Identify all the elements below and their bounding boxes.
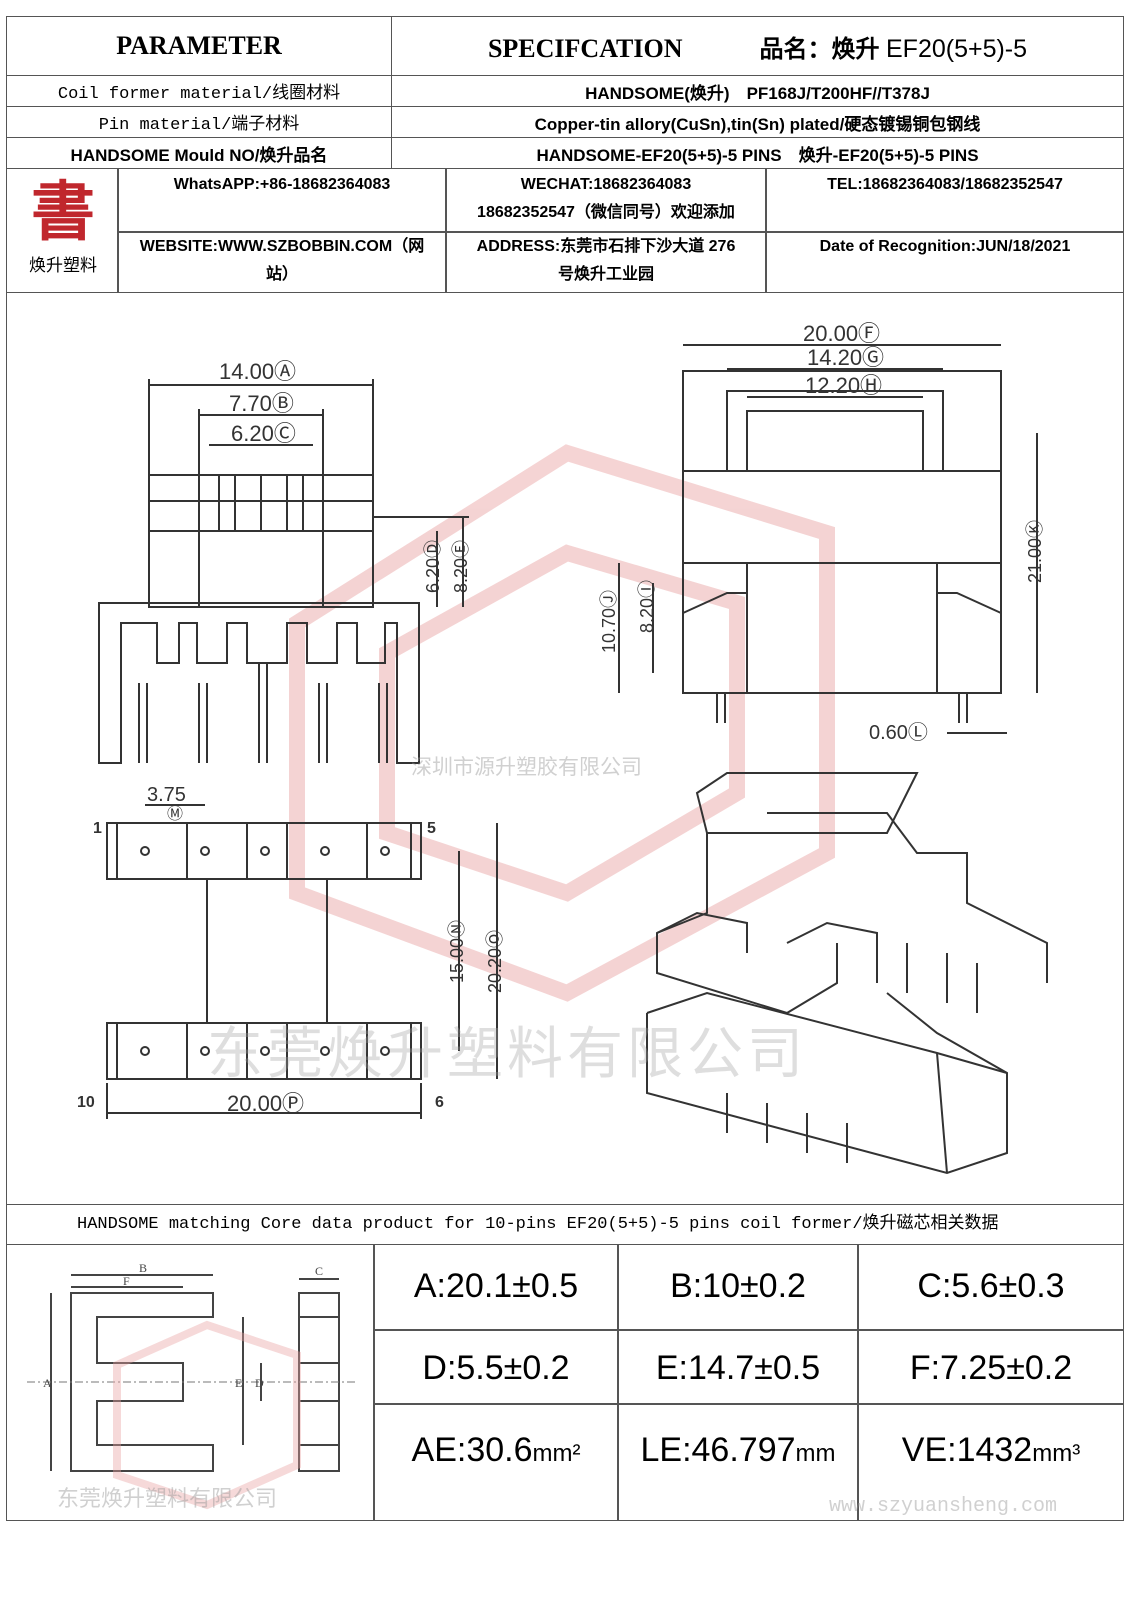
dim-d: 6.20Ⓓ (423, 540, 443, 593)
contact-panel: 書 焕升塑料 WhatsAPP:+86-18682364083 WECHAT:1… (6, 169, 1124, 293)
specification-header: SPECIFCATION 品名：焕升 EF20(5+5)-5 (391, 16, 1124, 76)
pin-5: 5 (427, 820, 436, 837)
logo-mark-icon: 書 (31, 175, 95, 250)
product-code: EF20(5+5)-5 (886, 34, 1028, 63)
pin-6: 6 (435, 1094, 444, 1111)
parameter-header: PARAMETER (6, 16, 392, 76)
specification-label: SPECIFCATION (487, 33, 683, 63)
core-watermark: 东莞焕升塑料有限公司 (57, 1486, 278, 1511)
product-label: 品名：焕升 (759, 34, 880, 63)
core-data-title: HANDSOME matching Core data product for … (6, 1205, 1124, 1245)
core-value-a: A:20.1±0.5 (413, 1267, 579, 1305)
company-logo: 書 焕升塑料 (13, 173, 113, 289)
dim-c: 6.20Ⓒ (231, 421, 296, 446)
pin-material-label: Pin material/端子材料 (6, 106, 392, 138)
drawing-svg: 14.00Ⓐ 7.70Ⓑ 6.20Ⓒ 6.20Ⓓ 8.20Ⓔ 20.00Ⓕ 14… (77, 321, 1048, 1175)
core-value-le: LE:46.797mm (640, 1431, 836, 1469)
watermark-logo-icon (289, 444, 835, 1002)
logo-text: 焕升塑料 (29, 256, 97, 275)
dim-h: 12.20Ⓗ (805, 373, 882, 398)
technical-drawing: 14.00Ⓐ 7.70Ⓑ 6.20Ⓒ 6.20Ⓓ 8.20Ⓔ 20.00Ⓕ 14… (6, 293, 1124, 1205)
core-value-ve: VE:1432mm³ (901, 1431, 1081, 1469)
dim-k: 21.00Ⓚ (1025, 520, 1045, 583)
url-watermark: www.szyuansheng.com (829, 1495, 1058, 1518)
tel-info: TEL:18682364083/18682352547 (827, 176, 1063, 193)
wechat-line-1: WECHAT:18682364083 (520, 176, 692, 193)
core-label-d: D (255, 1376, 264, 1390)
front-view (98, 379, 469, 764)
watermark-middle: 深圳市源升塑胶有限公司 (411, 756, 642, 779)
wechat-info: WECHAT:18682364083 18682352547（微信同号）欢迎添加 (447, 171, 765, 227)
pin-1: 1 (93, 820, 102, 837)
mould-no-label: HANDSOME Mould NO/焕升品名 (6, 137, 392, 169)
dim-a: 14.00Ⓐ (219, 359, 296, 384)
address-line-2: 号焕升工业园 (557, 266, 654, 283)
dim-e: 8.20Ⓔ (451, 540, 471, 593)
whatsapp-info: WhatsAPP:+86-18682364083 (173, 176, 391, 193)
coil-material-label: Coil former material/线圈材料 (6, 75, 392, 107)
website-info: WEBSITE:WWW.SZBOBBIN.COM（网 站） (119, 233, 445, 289)
dim-j: 10.70Ⓙ (599, 590, 619, 653)
side-view (618, 344, 1038, 734)
pin-material-value: Copper-tin allory(CuSn),tin(Sn) plated/硬… (391, 106, 1124, 138)
website-line-2: 站） (265, 266, 298, 283)
core-label-f: F (123, 1274, 130, 1288)
dim-m-mark: Ⓜ (167, 805, 183, 823)
core-watermark-logo-icon (113, 1320, 301, 1510)
dim-p: 20.00Ⓟ (227, 1091, 304, 1116)
dim-o: 20.20Ⓞ (485, 930, 505, 993)
address-info: ADDRESS:东莞市石排下沙大道 276 号焕升工业园 (447, 233, 765, 289)
core-label-a: A (43, 1376, 52, 1390)
website-line-1: WEBSITE:WWW.SZBOBBIN.COM（网 (139, 238, 425, 255)
core-value-b: B:10±0.2 (670, 1267, 806, 1305)
dim-n: 15.00Ⓝ (447, 920, 467, 983)
dim-f: 20.00Ⓕ (803, 321, 880, 346)
dim-m-value: 3.75 (147, 784, 186, 806)
watermark-large: 东莞焕升塑料有限公司 (207, 1022, 807, 1085)
spec-sheet: PARAMETER SPECIFCATION 品名：焕升 EF20(5+5)-5… (6, 16, 1124, 1546)
core-value-c: C:5.6±0.3 (917, 1267, 1065, 1305)
dim-l: 0.60Ⓛ (869, 721, 928, 744)
dim-i: 8.20Ⓘ (637, 580, 657, 633)
core-diagram: B F A E D C (27, 1261, 357, 1510)
wechat-line-2: 18682352547（微信同号）欢迎添加 (477, 204, 735, 221)
coil-material-value: HANDSOME(焕升) PF168J/T200HF//T378J (391, 75, 1124, 107)
core-label-b: B (139, 1261, 147, 1275)
isometric-view (646, 772, 1048, 1175)
recognition-date: Date of Recognition:JUN/18/2021 (819, 238, 1071, 255)
bottom-view (106, 804, 498, 1119)
address-line-1: ADDRESS:东莞市石排下沙大道 276 (476, 238, 736, 255)
core-value-f: F:7.25±0.2 (909, 1349, 1073, 1387)
spec-table: PARAMETER SPECIFCATION 品名：焕升 EF20(5+5)-5… (6, 16, 1124, 169)
dim-g: 14.20Ⓖ (807, 345, 884, 370)
mould-no-value: HANDSOME-EF20(5+5)-5 PINS 焕升-EF20(5+5)-5… (391, 137, 1124, 169)
dim-b: 7.70Ⓑ (229, 391, 294, 416)
pin-10: 10 (77, 1094, 95, 1111)
core-value-ae: AE:30.6mm² (411, 1431, 581, 1469)
core-value-e: E:14.7±0.5 (655, 1349, 821, 1387)
core-label-e: E (235, 1376, 242, 1390)
core-label-c: C (315, 1264, 323, 1278)
core-value-d: D:5.5±0.2 (422, 1349, 570, 1387)
core-data-panel: B F A E D C 东莞焕升塑料有限公司 A:20.1±0.5 B:10±0… (6, 1245, 1124, 1521)
